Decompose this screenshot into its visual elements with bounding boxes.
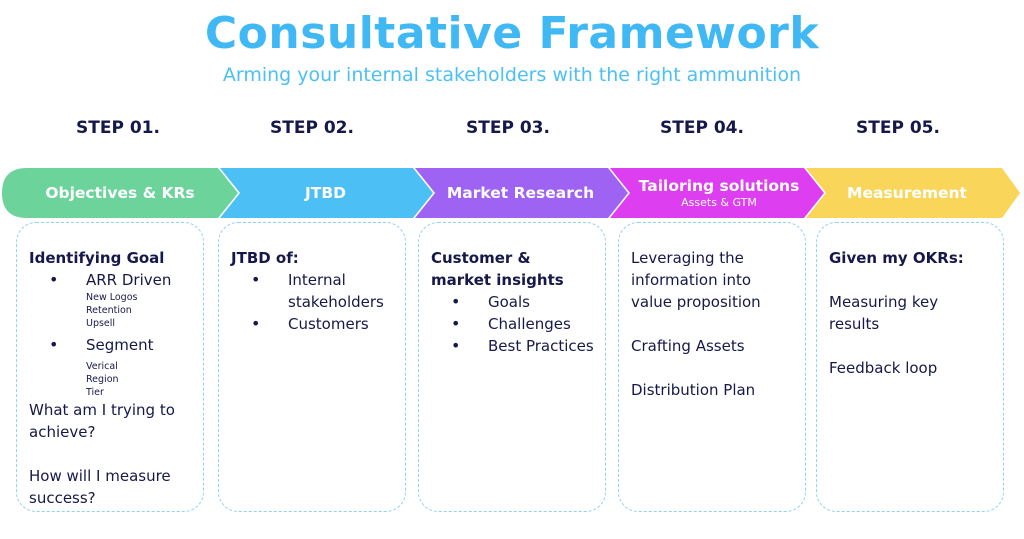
sub-item: Retention: [86, 305, 132, 316]
step-03-name: Market Research: [446, 184, 595, 202]
card-heading: Customer & market insights: [431, 249, 564, 289]
list-item: Challenges: [431, 313, 595, 335]
chevron-label-03: Market Research: [433, 168, 608, 218]
sub-item: Tier: [86, 387, 104, 398]
step-02-label: STEP 02.: [270, 118, 354, 138]
insights-list: Goals Challenges Best Practices: [431, 291, 595, 357]
sub-item: Region: [86, 374, 119, 385]
card-line: Leveraging the information into value pr…: [631, 249, 761, 311]
chevron-label-04: Tailoring solutions Assets & GTM: [628, 168, 810, 218]
card-heading: JTBD of:: [231, 249, 299, 267]
page-title: Consultative Framework: [204, 8, 820, 59]
list-item: ARR Driven: [29, 269, 193, 291]
card-line: Crafting Assets: [631, 337, 745, 355]
list-item: Segment: [29, 334, 193, 356]
card-step-03: Customer & market insights Goals Challen…: [418, 222, 606, 512]
list-item: Internal stakeholders: [231, 269, 395, 313]
goal-list: ARR Driven: [29, 269, 193, 291]
card-line: Feedback loop: [829, 359, 938, 377]
card-line: Distribution Plan: [631, 381, 756, 399]
step-02-name: JTBD: [304, 184, 347, 202]
step-05-name: Measurement: [847, 184, 967, 202]
list-item: Customers: [231, 313, 395, 335]
sub-item: New Logos: [86, 292, 138, 303]
list-item: Best Practices: [431, 335, 595, 357]
step-01-name: Objectives & KRs: [45, 184, 195, 202]
card-step-05: Given my OKRs: Measuring key results Fee…: [816, 222, 1004, 512]
sub-item: Upsell: [86, 318, 116, 329]
chevron-label-01: Objectives & KRs: [22, 168, 218, 218]
chevron-step-02: [220, 168, 433, 218]
jtbd-list: Internal stakeholders Customers: [231, 269, 395, 335]
step-03-label: STEP 03.: [466, 118, 550, 138]
card-heading: Identifying Goal: [29, 249, 165, 267]
step-04-label: STEP 04.: [660, 118, 744, 138]
chevron-step-01: [2, 168, 238, 218]
chevron-step-04: [610, 168, 824, 218]
sub-item: Verical: [86, 361, 118, 372]
step-04-sub: Assets & GTM: [681, 196, 757, 209]
segment-list: Segment: [29, 334, 193, 356]
chevron-step-05: [806, 168, 1020, 218]
chevron-label-05: Measurement: [824, 168, 990, 218]
list-item: Goals: [431, 291, 595, 313]
card-step-02: JTBD of: Internal stakeholders Customers: [218, 222, 406, 512]
card-question: What am I trying to achieve?: [29, 401, 175, 441]
chevron-step-03: [415, 168, 628, 218]
card-step-04: Leveraging the information into value pr…: [618, 222, 806, 512]
card-step-01: Identifying Goal ARR Driven New Logos Re…: [16, 222, 204, 512]
page-subtitle: Arming your internal stakeholders with t…: [222, 64, 802, 86]
step-01-label: STEP 01.: [76, 118, 160, 138]
chevron-label-02: JTBD: [238, 168, 413, 218]
step-05-label: STEP 05.: [856, 118, 940, 138]
card-line: Measuring key results: [829, 293, 939, 333]
card-question: How will I measure success?: [29, 467, 171, 507]
card-heading: Given my OKRs:: [829, 249, 964, 267]
step-04-name: Tailoring solutions: [638, 177, 800, 195]
